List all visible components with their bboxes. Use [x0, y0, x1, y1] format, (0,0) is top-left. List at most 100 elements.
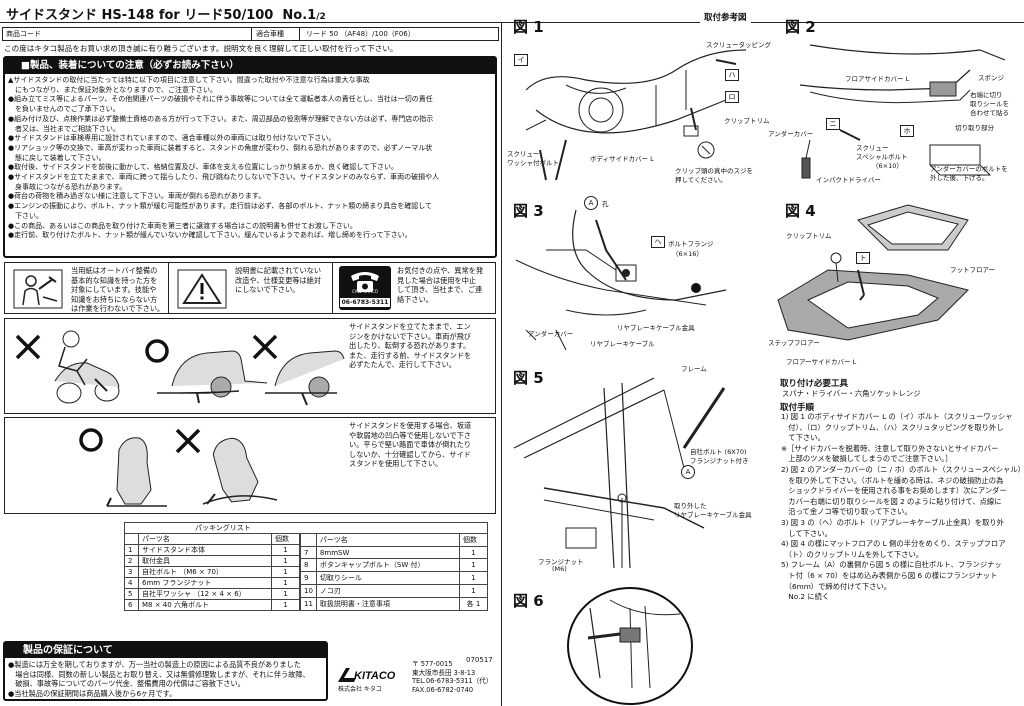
fig1-tag-ro: ロ	[725, 91, 739, 103]
notice-spec: 説明書に記載されていない改造や、仕様変更等は絶対にしないで下さい。	[169, 263, 333, 313]
text-line: ●製造には万全を期しておりますが、万一当社の製造上の原因による品質不良がありまし…	[8, 660, 301, 669]
text-line: ●リアショック等の交換で、車高が変わった車両に装着すると、スタンドの角度が変わり…	[8, 143, 433, 152]
table-cell-qty: 1	[459, 558, 488, 573]
text-line: ▲サイドスタンドの取付に当たっては特に以下の項目に注意して下さい。間違った取付や…	[8, 76, 370, 84]
fax: FAX.06-6782-0740	[412, 685, 474, 694]
text-line: また、走行する前、サイドスタンドを	[349, 350, 472, 360]
fig5-note: フランジナット付き	[690, 457, 749, 465]
fig4-tag-to: ト	[856, 252, 870, 264]
text-line: お気付きの点や、異常を発	[397, 266, 484, 275]
text-line: サイドスタンドを立てたままで、エン	[349, 322, 471, 331]
text-line: ●この商品、あるいはこの商品を取り付けた車両を第三者に譲渡する場合はこの説明書も…	[8, 221, 357, 230]
table-cell-name: 自社ボルト （M6 × 70）	[138, 566, 272, 578]
fig3-note: リヤブレーキケーブル金具	[617, 324, 695, 332]
table-cell-name: 取付金具	[138, 555, 272, 567]
text-line: て下さい。	[781, 433, 825, 443]
fig1-tag-ha: ハ	[725, 69, 739, 81]
divider	[251, 28, 252, 40]
kitaco-logo: KITACO 株式会社 キタコ	[336, 664, 408, 694]
fig3-tag-a: A	[584, 196, 598, 210]
table-header-cell	[300, 533, 317, 547]
table-cell-name: 自社平ワッシャ （12 × 4 × 6）	[138, 588, 272, 600]
call-label: CALL KITACO	[352, 289, 378, 294]
warranty-box: 製品の保証について ●製造には万全を期しておりますが、万一当社の製造上の原因によ…	[3, 641, 328, 701]
usage-ground-text: サイドスタンドを使用する場合、坂道や軟弱地の凹凸等で使用しないで下さい。平らで堅…	[349, 421, 471, 469]
table-cell-qty: 1	[271, 577, 300, 589]
doc-number-sub: /2	[316, 12, 326, 22]
fig4-note: フロアーサイドカバー L	[786, 358, 857, 366]
text-line: ※［サイドカバーを脱着時、注意して取り外さないとサイドカバー	[781, 443, 999, 453]
text-line: No.2 に続く	[781, 592, 830, 602]
text-line: 5) フレーム（A）の裏側から図 5 の様に自社ボルト、フランジナッ	[781, 560, 1002, 570]
fig2-diagram	[799, 44, 1006, 179]
table-cell-qty: 1	[271, 566, 300, 578]
usage-ground-box: サイドスタンドを使用する場合、坂道や軟弱地の凹凸等で使用しないで下さい。平らで堅…	[4, 417, 496, 514]
title-text: サイドスタンド HS-148 for リード50/100	[6, 8, 274, 23]
text-line: スタンドを使用して下さい。	[349, 459, 443, 469]
table-cell-qty: 1	[459, 571, 488, 586]
fig5-note: (M6)	[552, 565, 567, 573]
fig5-diagram	[513, 377, 726, 569]
table-header-cell: パーツ名	[138, 533, 272, 545]
table-header-row: パーツ名個数	[124, 533, 300, 545]
fig5-note: 取り外した	[674, 502, 707, 510]
notice-contact: CALL KITACO 06-6783-5311 お気付きの点や、異常を発見した…	[333, 263, 496, 313]
warranty-title: 製品の保証について	[23, 645, 113, 656]
tel: TEL.06-6783-5311（代）	[412, 677, 493, 686]
text-line: 2) 図 2 のアンダーカバーの（ニ / ホ）のボルト（スクリュースペシャル）	[781, 464, 1024, 474]
table-cell-name: ボタンキャップボルト（SW 付）	[315, 558, 461, 573]
text-line: や軟弱地の凹凸等で使用しないで下さ	[349, 430, 471, 440]
fig5-label: 図 5	[513, 369, 544, 387]
tools-list: スパナ・ドライバー・六角ソケットレンジ	[782, 389, 921, 398]
text-line: （ト）のクリップトリムを外して下さい。	[781, 549, 924, 559]
table-cell-no: 6	[124, 599, 139, 611]
table-cell-name: M8 × 40 六角ボルト	[138, 599, 272, 611]
text-line: 上部のツメを破損してしまうのでご注意下さい。］	[781, 454, 953, 464]
steps-list: 1) 図 1 のボディサイドカバー L の（イ）ボルト（スクリューワッシャ 付）…	[781, 412, 1024, 603]
caution-box: ■製品、装着についての注意（必ずお読み下さい） ▲サイドスタンドの取付に当たって…	[3, 56, 497, 258]
text-line: は作業を行わないで下さい。	[71, 304, 165, 314]
fig4-label: 図 4	[785, 202, 816, 220]
text-line: を負いませんのでご了承下さい。	[8, 105, 120, 114]
text-line: 下さい。	[8, 211, 43, 220]
table-cell-no: 4	[124, 577, 139, 589]
notice-spec-text: 説明書に記載されていない改造や、仕様変更等は絶対にしないで下さい。	[235, 266, 321, 295]
phone-icon	[351, 272, 379, 292]
text-line: しないか、十分確認してから、サイド	[349, 449, 471, 459]
fig3-note: リヤブレーキケーブル	[590, 340, 655, 348]
text-line: にもつながり、また保証対象外となりますので、ご注意下さい。	[8, 85, 217, 94]
fig4-note: フットフロアー	[950, 266, 996, 274]
fig2-label: 図 2	[785, 18, 816, 36]
doc-code: 070517	[466, 656, 493, 664]
product-code-label: 商品コード	[6, 30, 41, 38]
text-line: して頂き、当社まで、ご連	[397, 285, 483, 295]
figures-title: 取付参考図	[700, 11, 751, 23]
fig2-note: フロアサイドカバー L	[845, 75, 910, 83]
usage-engine-text: サイドスタンドを立てたままで、エンジンをかけないで下さい。車両が飛び出したり、転…	[349, 322, 471, 370]
text-line: 破損、事故等についてのパーツ代金、整備費用の代償はご容赦下さい。	[8, 679, 245, 689]
notice-mechanic: 当用紙はオートバイ整備の基本的な知識を持った方を対象にしています。技能や知識をお…	[5, 263, 169, 313]
table-cell-name: サイドスタンド本体	[138, 544, 272, 556]
text-line: 場合は同様、同数の新しい製品とお取り替え、又は無償修理致しますが、それに伴う故障…	[8, 669, 310, 679]
fig3-note: （6×16）	[672, 250, 703, 258]
column-divider	[501, 22, 502, 706]
table-header-cell	[124, 533, 139, 545]
text-line: 態に戻して装着して下さい。	[8, 153, 106, 162]
table-cell-qty: 1	[271, 599, 300, 611]
fig3-tag-he: ヘ	[651, 236, 665, 248]
warranty-text: ●製造には万全を期しておりますが、万一当社の製造上の原因による品質不良がありまし…	[8, 660, 310, 698]
fig3-note: 孔	[602, 200, 609, 208]
table-cell-no: 1	[124, 544, 139, 556]
fig5-note: 自社ボルト (6X70)	[690, 448, 747, 456]
caution-title: ■製品、装着についての注意（必ずお読み下さい）	[15, 59, 245, 73]
intro-text: この度はキタコ製品をお買い求め頂き誠に有り難うございます。説明文を良く理解して正…	[4, 44, 398, 53]
table-cell-qty: 1	[459, 584, 488, 599]
